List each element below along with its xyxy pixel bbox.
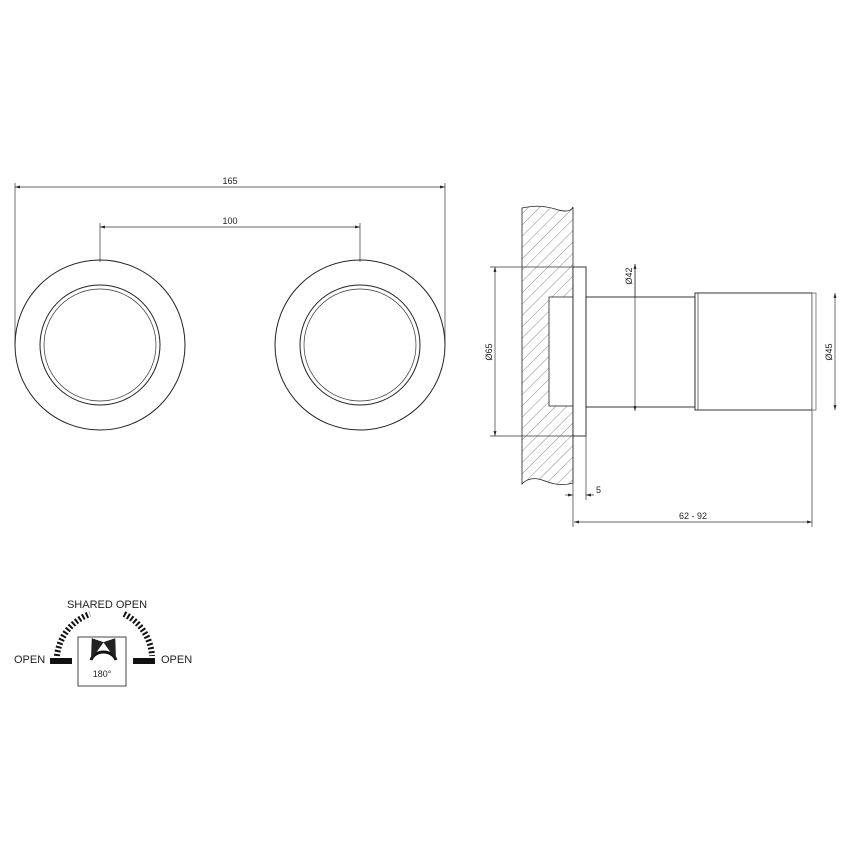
wall-recess bbox=[548, 296, 574, 407]
rotate-arrow-icon bbox=[89, 638, 118, 661]
flange bbox=[572, 266, 587, 437]
dim-body-diameter: Ø45 bbox=[824, 343, 834, 360]
shared-open-label: SHARED OPEN bbox=[67, 599, 147, 611]
dim-stem-diameter: Ø42 bbox=[624, 267, 634, 284]
operation-legend: SHARED OPEN OPEN OPEN 180° bbox=[14, 599, 192, 687]
right-knob bbox=[274, 259, 446, 431]
end-cap bbox=[811, 292, 817, 411]
left-arc-icon bbox=[54, 611, 92, 657]
dim-projection: 62 - 92 bbox=[679, 511, 707, 521]
front-view: 165 100 bbox=[14, 176, 446, 431]
right-open-bar bbox=[133, 658, 155, 664]
left-knob bbox=[14, 259, 186, 431]
rotation-label: 180° bbox=[93, 669, 112, 679]
dim-centers-label: 100 bbox=[222, 216, 237, 226]
open-right-label: OPEN bbox=[161, 654, 192, 666]
left-open-bar bbox=[50, 658, 72, 664]
side-view: Ø65 Ø42 Ø45 5 62 - 92 bbox=[484, 205, 837, 527]
handle-body bbox=[694, 292, 813, 411]
dim-flange-thickness: 5 bbox=[596, 485, 601, 495]
dim-flange-diameter: Ø65 bbox=[484, 343, 494, 360]
open-left-label: OPEN bbox=[14, 654, 45, 666]
stem bbox=[585, 296, 696, 408]
dim-overall-label: 165 bbox=[222, 176, 237, 186]
right-arc-icon bbox=[122, 611, 155, 657]
